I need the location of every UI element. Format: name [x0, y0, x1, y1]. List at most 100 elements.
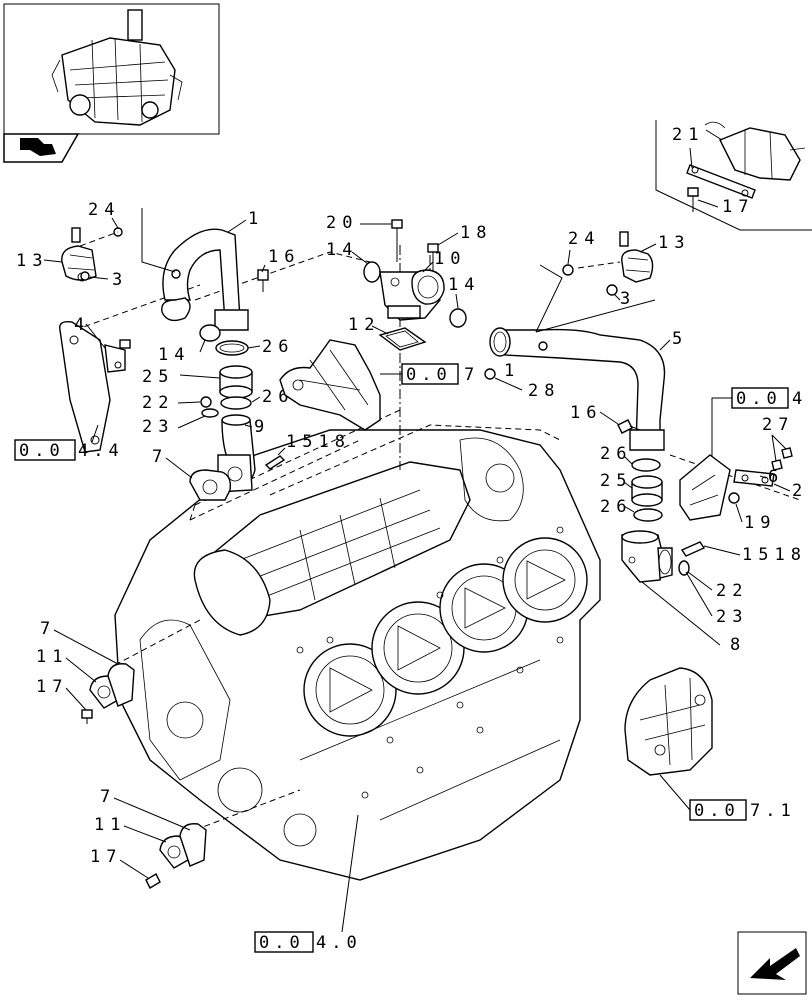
- bolt-17-upper: [81, 709, 93, 724]
- ref-box-0-04[interactable]: 0.0 4: [711, 387, 807, 460]
- callout-25-left: 25: [142, 367, 174, 387]
- bolt-1518-right: [680, 541, 706, 557]
- callout-23-left: 23: [142, 417, 174, 437]
- engine-block: [114, 429, 601, 881]
- bolt-17-lower: [145, 873, 161, 889]
- cylinder-bore-4: [502, 537, 588, 623]
- callout-11-lower: 11: [94, 815, 126, 835]
- gasket-7-left: [189, 469, 232, 501]
- callout-14-center: 14: [326, 240, 358, 260]
- engine-thumbnail-icon: [51, 9, 183, 126]
- svg-text:4.4: 4.4: [78, 441, 124, 461]
- sleeve-25-right: [631, 475, 663, 507]
- svg-text:0.0: 0.0: [19, 441, 65, 461]
- callout-12: 12: [348, 315, 380, 335]
- gasket-7-lower: [179, 823, 207, 867]
- callout-5: 5: [672, 329, 688, 349]
- callout-11-upper: 11: [36, 647, 68, 667]
- callout-1-center: 1: [504, 361, 520, 381]
- bolt-27: [771, 447, 793, 471]
- callout-3-right: 3: [620, 289, 636, 309]
- svg-text:7.1: 7.1: [750, 801, 796, 821]
- bolt-16-right: [617, 419, 641, 434]
- callout-9: 9: [254, 417, 270, 437]
- oring-26-right-a: [631, 458, 661, 472]
- callout-1518-left: 1518: [286, 432, 351, 452]
- callout-17-upper: 17: [36, 677, 68, 697]
- bracket-4: [59, 320, 131, 453]
- callout-2: 2: [792, 481, 808, 501]
- cylinder-bore-2: [371, 601, 465, 695]
- bolt-20: [391, 219, 403, 262]
- water-manifold: [279, 339, 381, 431]
- callout-26-right-b: 26: [600, 497, 632, 517]
- callout-7-middle: 7: [40, 619, 56, 639]
- housing-10: [379, 269, 445, 321]
- callout-16-right: 16: [570, 403, 602, 423]
- svg-text:0.0: 0.0: [406, 365, 452, 385]
- callout-26-right-a: 26: [600, 444, 632, 464]
- svg-text:7: 7: [464, 365, 479, 385]
- bookmark-tab[interactable]: [3, 133, 80, 163]
- oring-26-left-a: [215, 340, 249, 356]
- svg-text:0.0: 0.0: [694, 801, 740, 821]
- callout-25-right: 25: [600, 471, 632, 491]
- gasket-7-middle: [107, 663, 135, 707]
- callout-3-left: 3: [112, 270, 128, 290]
- cylinder-bore-1: [303, 643, 397, 737]
- callout-23-right: 23: [716, 607, 748, 627]
- callout-22-right: 22: [716, 581, 748, 601]
- elbow-8: [621, 530, 673, 583]
- bolt-16-left: [257, 269, 269, 292]
- oring-14-right: [449, 308, 467, 328]
- previous-page-button[interactable]: [737, 931, 807, 995]
- callout-1-upper: 1: [248, 209, 264, 229]
- pipe-5: [489, 327, 666, 451]
- ref-box-0-04-4[interactable]: 0.0 4.4: [14, 424, 124, 461]
- sleeve-25-left: [219, 365, 253, 399]
- callout-6: 6: [768, 467, 784, 487]
- svg-text:0.0: 0.0: [259, 933, 305, 953]
- callout-13-left: 13: [16, 251, 48, 271]
- engine-thumbnail[interactable]: [3, 3, 220, 135]
- callout-21: 21: [672, 125, 704, 145]
- callout-26-left-a: 26: [262, 337, 294, 357]
- callout-17-lower: 17: [90, 847, 122, 867]
- callout-19: 19: [744, 513, 776, 533]
- oring-26-right-b: [633, 508, 663, 522]
- callout-10: 10: [434, 249, 466, 269]
- svg-text:0.0: 0.0: [736, 389, 782, 409]
- callout-27: 27: [762, 415, 794, 435]
- callout-1518-right: 1518: [742, 545, 807, 565]
- ref-box-0-07[interactable]: 0.0 7: [380, 363, 479, 385]
- callout-14-right: 14: [448, 275, 480, 295]
- callout-26-left-b: 26: [262, 387, 294, 407]
- callout-24-left: 24: [88, 200, 120, 220]
- callout-8: 8: [730, 635, 746, 655]
- oring-14-left: [199, 324, 221, 342]
- gasket-12: [378, 327, 427, 351]
- callout-16-left: 16: [268, 247, 300, 267]
- ref-box-0-04-0[interactable]: 0.0 4.0: [254, 814, 362, 953]
- bracket-2-right: [679, 454, 775, 521]
- plug-28: [484, 368, 496, 380]
- callout-4: 4: [74, 315, 90, 335]
- bookmark-arrow-icon: [20, 138, 56, 156]
- callout-24-right: 24: [568, 229, 600, 249]
- callout-14-left: 14: [158, 345, 190, 365]
- callout-18: 18: [460, 223, 492, 243]
- callout-28: 28: [528, 381, 560, 401]
- inset-detail-21-17: [655, 120, 812, 231]
- pipe-1: [161, 228, 249, 331]
- ring-23-left: [201, 408, 219, 418]
- ref-box-0-07-1[interactable]: 0.0 7.1: [659, 774, 796, 821]
- clamp-13-right: [562, 231, 654, 296]
- svg-text:4: 4: [792, 389, 807, 409]
- clamp-13-left: [61, 227, 123, 282]
- callout-7-upper: 7: [152, 447, 168, 467]
- lower-housing: [624, 667, 713, 776]
- washer-22-left: [200, 396, 212, 408]
- callout-22-left: 22: [142, 393, 174, 413]
- intake-manifold: [193, 461, 471, 636]
